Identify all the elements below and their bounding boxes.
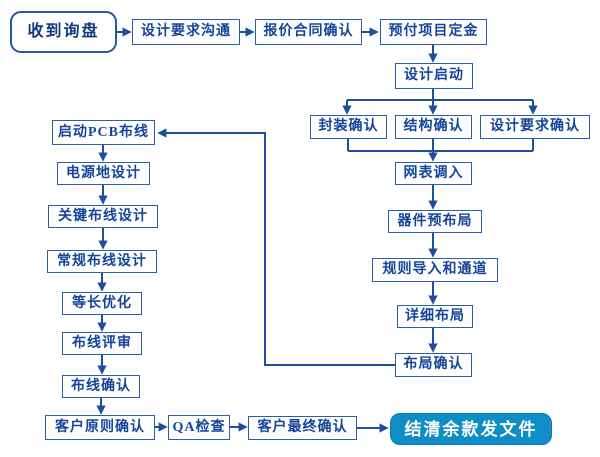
node-quote-contract-confirm: 报价合同确认: [255, 19, 362, 45]
node-routing-review: 布线评审: [62, 332, 142, 355]
node-customer-principle-confirm: 客户原则确认: [45, 415, 155, 440]
node-qa-check: QA检查: [168, 415, 230, 440]
node-package-confirm: 封装确认: [310, 115, 387, 139]
node-final-payment-delivery: 结清余款发文件: [390, 413, 552, 445]
node-customer-final-confirm: 客户最终确认: [248, 416, 357, 440]
node-length-matching: 等长优化: [62, 292, 142, 315]
node-receive-inquiry: 收到询盘: [10, 11, 117, 53]
node-netlist-import: 网表调入: [395, 162, 472, 185]
node-rules-import-channel: 规则导入和通道: [372, 258, 498, 282]
edge-layoutconfirm-to-routingstart: [157, 128, 395, 366]
node-design-requirement-confirm: 设计要求确认: [480, 115, 590, 139]
node-structure-confirm: 结构确认: [395, 115, 472, 139]
node-component-prelayout: 器件预布局: [388, 210, 482, 233]
node-detailed-layout: 详细布局: [397, 305, 473, 328]
node-power-ground-design: 电源地设计: [57, 162, 150, 185]
node-layout-confirm: 布局确认: [395, 353, 472, 377]
node-design-requirement-communication: 设计要求沟通: [132, 19, 240, 45]
node-start-pcb-routing: 启动PCB布线: [52, 120, 155, 145]
node-project-deposit: 预付项目定金: [380, 19, 487, 45]
node-critical-routing-design: 关键布线设计: [48, 205, 158, 228]
node-general-routing-design: 常规布线设计: [47, 250, 157, 273]
node-routing-confirm: 布线确认: [62, 375, 140, 398]
node-design-kickoff: 设计启动: [395, 63, 473, 89]
